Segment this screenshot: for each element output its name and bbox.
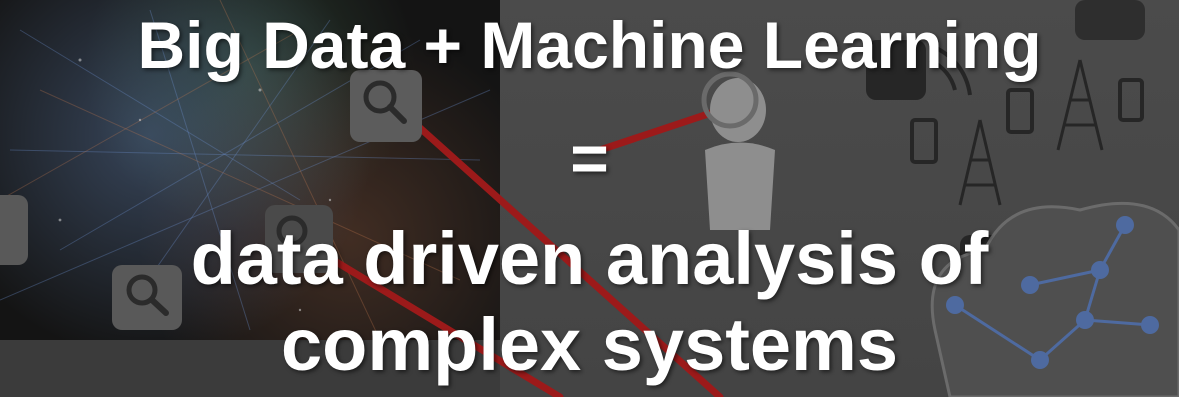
headline-line-4: complex systems — [280, 303, 898, 386]
headline-line-3: data driven analysis of — [190, 217, 989, 300]
cloud-network-icon — [930, 201, 1179, 397]
magnifier-icon — [866, 40, 926, 100]
headline-line-1: Big Data + Machine Learning — [137, 8, 1042, 82]
magnifier-icon — [1075, 0, 1145, 40]
magnifier-icon — [0, 195, 28, 265]
magnifier-icon — [350, 70, 422, 142]
antenna-tower-icon — [958, 59, 1104, 206]
wifi-icon — [929, 43, 972, 96]
magnifier-icon — [265, 205, 333, 273]
headline-equals: = — [570, 121, 609, 195]
network-texture — [0, 0, 491, 340]
magnifier-icon — [112, 265, 182, 330]
phone-icon — [910, 78, 1144, 164]
network-background-image — [0, 0, 500, 340]
figure-with-magnifier-icon — [701, 71, 775, 230]
bottom-left-background — [0, 340, 500, 397]
